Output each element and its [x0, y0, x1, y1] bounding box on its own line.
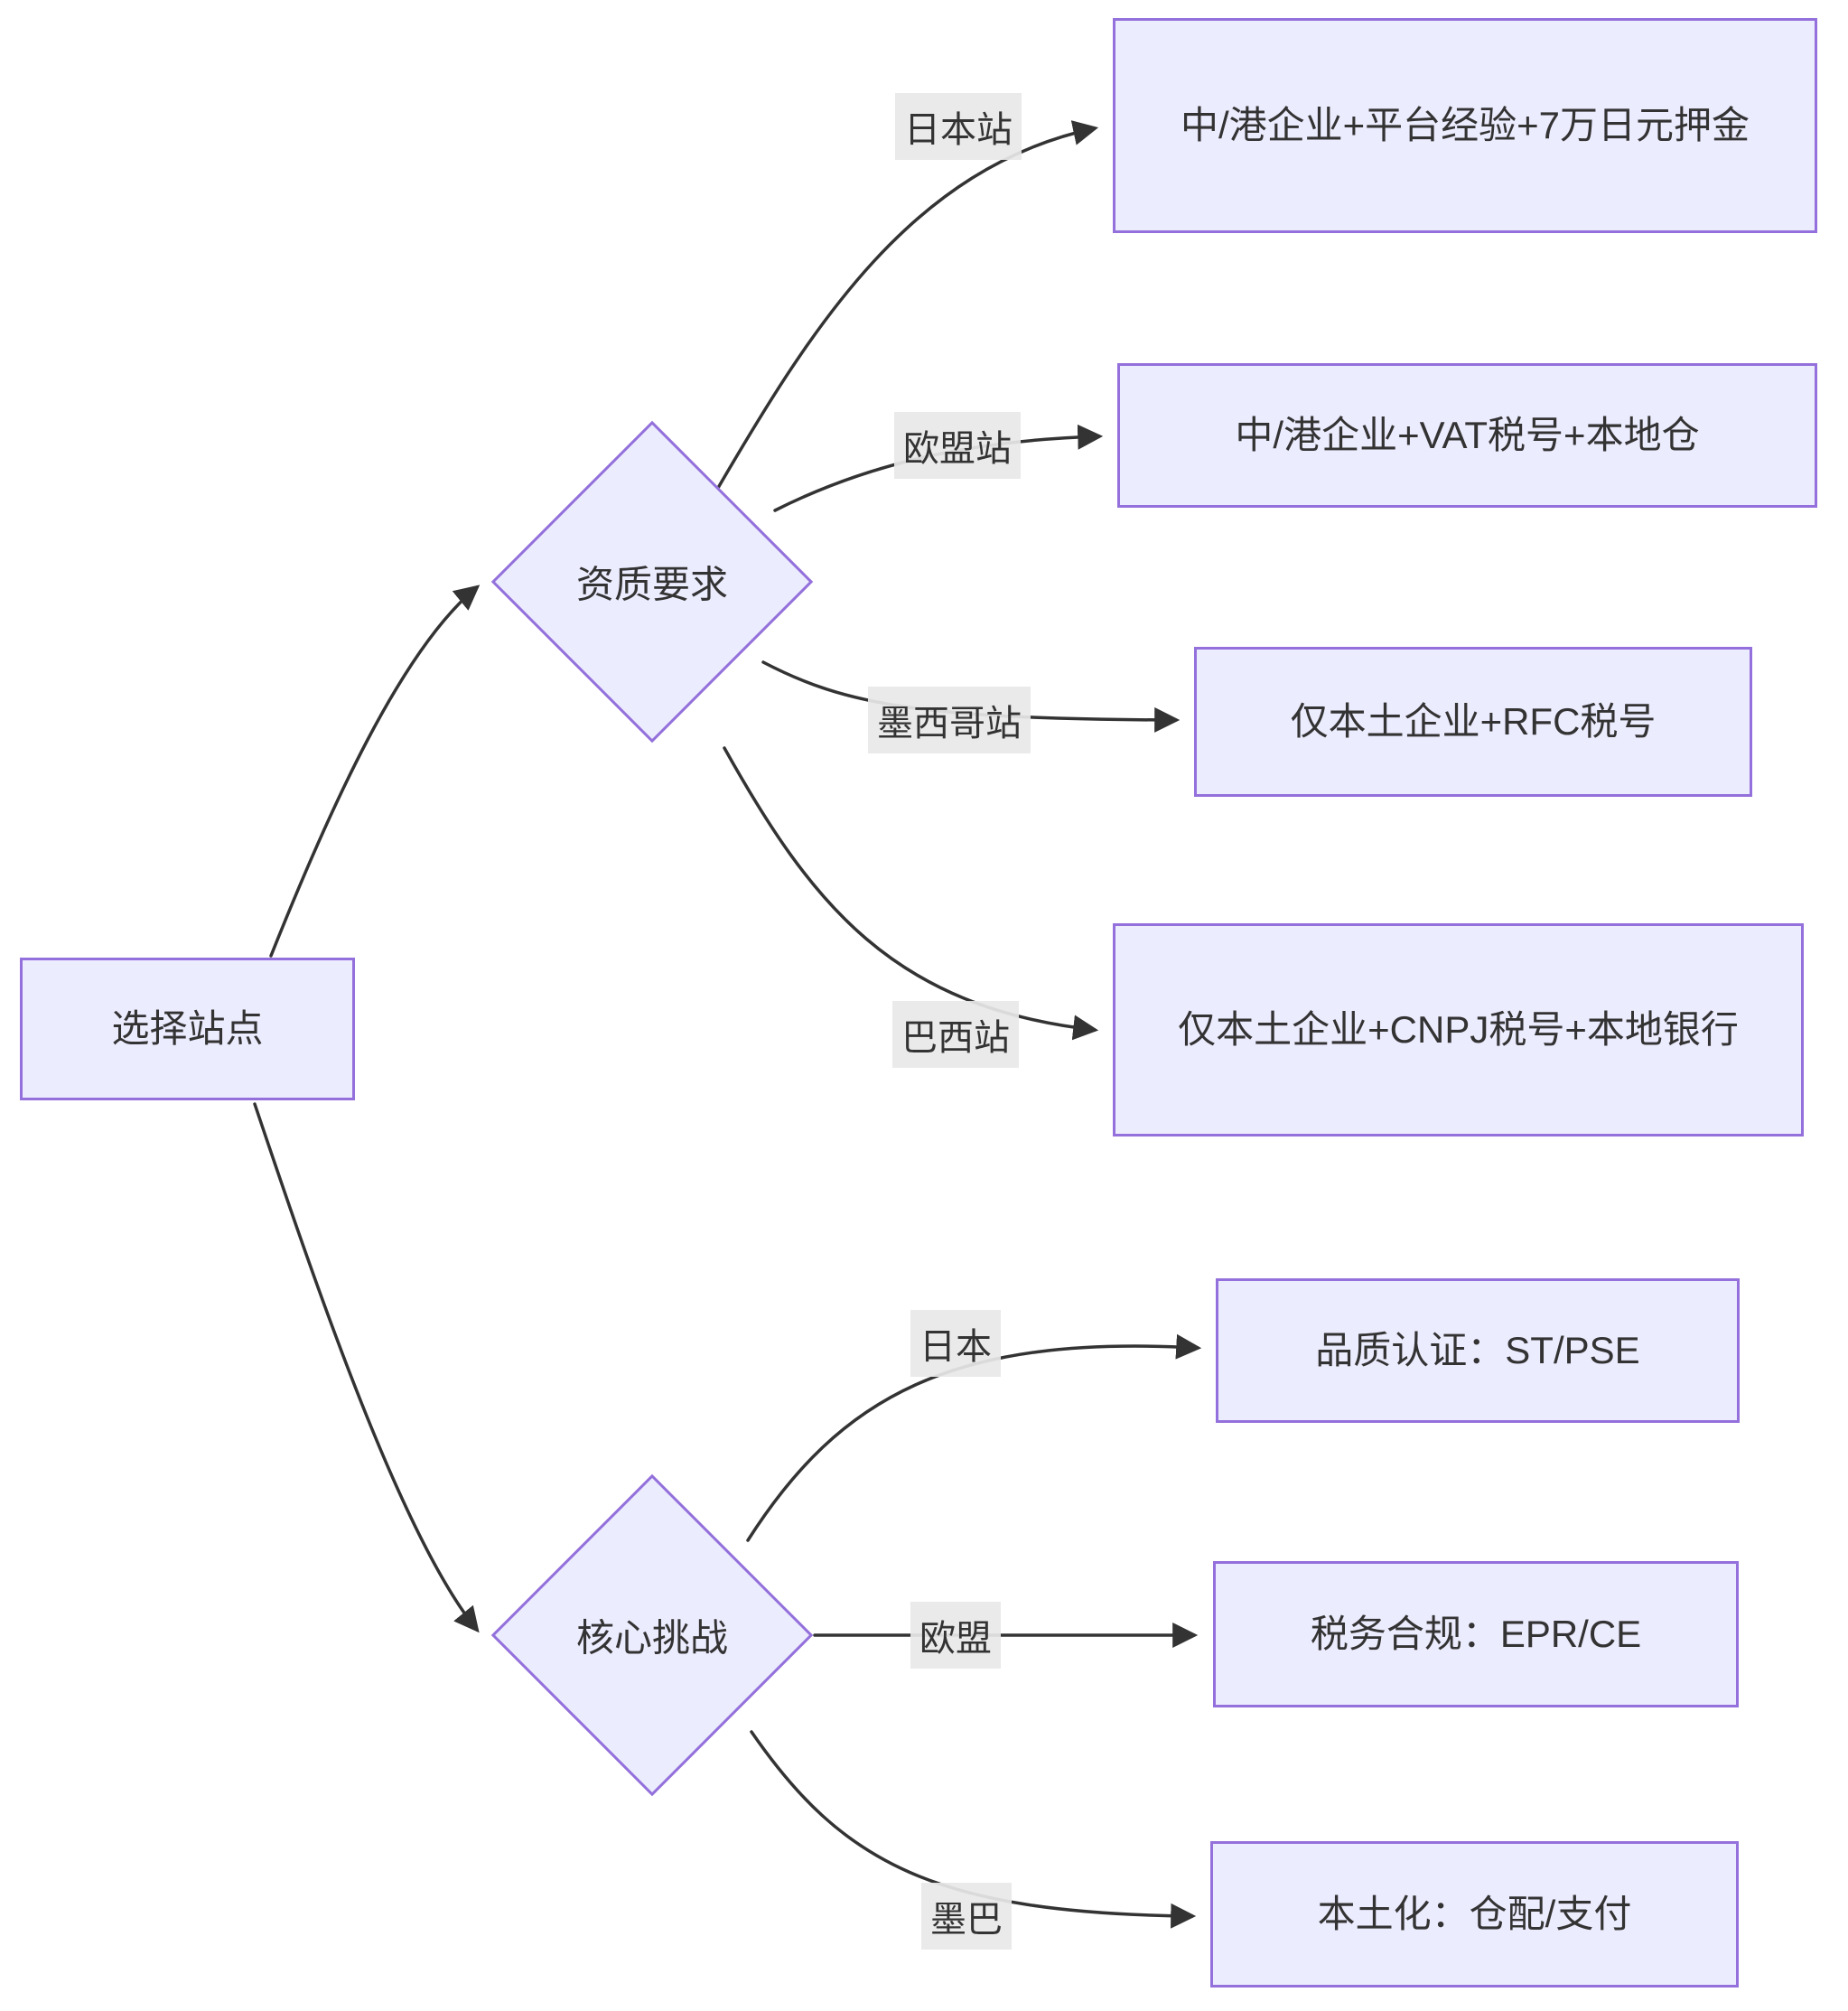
edge-label-mexbr: 墨巴 [921, 1883, 1012, 1950]
edge-label-japan: 日本 [910, 1310, 1001, 1377]
result-box-localization-text: 本土化：仓配/支付 [1317, 1893, 1632, 1936]
result-box-mexico-site: 仅本土企业+RFC税号 [1194, 647, 1752, 797]
result-box-quality-cert-text: 品质认证：ST/PSE [1315, 1329, 1640, 1372]
result-box-mexico-site-text: 仅本土企业+RFC税号 [1290, 700, 1657, 744]
edge-challenge-to-mexbr [750, 1730, 1197, 1929]
decision-qualification-label: 资质要求 [575, 563, 729, 606]
result-box-japan-site-text: 中/港企业+平台经验+7万日元押金 [1180, 104, 1750, 147]
node-select-site: 选择站点 [20, 958, 355, 1100]
result-box-eu-site: 中/港企业+VAT税号+本地仓 [1117, 363, 1817, 508]
edge-root-to-challenge [253, 1102, 480, 1633]
result-box-brazil-site-text: 仅本土企业+CNPJ税号+本地银行 [1178, 1008, 1739, 1052]
result-box-tax-compliance: 税务合规：EPR/CE [1213, 1561, 1739, 1707]
node-select-site-label: 选择站点 [111, 1007, 264, 1051]
edge-qualification-to-japan-site [716, 120, 1099, 490]
edge-label-japan-site: 日本站 [895, 93, 1022, 160]
edge-root-to-qualification [269, 585, 481, 958]
edge-label-brazil-site: 巴西站 [892, 1001, 1019, 1068]
result-box-japan-site: 中/港企业+平台经验+7万日元押金 [1113, 18, 1817, 233]
edge-label-eu: 欧盟 [910, 1602, 1001, 1669]
edge-qualification-to-brazil-site [723, 746, 1099, 1041]
result-box-quality-cert: 品质认证：ST/PSE [1216, 1278, 1740, 1423]
edge-label-mexico-site: 墨西哥站 [868, 687, 1031, 753]
edge-challenge-to-japan [746, 1333, 1202, 1542]
decision-challenge-label: 核心挑战 [575, 1616, 729, 1660]
result-box-brazil-site: 仅本土企业+CNPJ税号+本地银行 [1113, 923, 1804, 1136]
edge-label-eu-site: 欧盟站 [894, 412, 1021, 479]
result-box-localization: 本土化：仓配/支付 [1210, 1841, 1739, 1988]
result-box-eu-site-text: 中/港企业+VAT税号+本地仓 [1235, 414, 1700, 457]
result-box-tax-compliance-text: 税务合规：EPR/CE [1310, 1613, 1642, 1656]
